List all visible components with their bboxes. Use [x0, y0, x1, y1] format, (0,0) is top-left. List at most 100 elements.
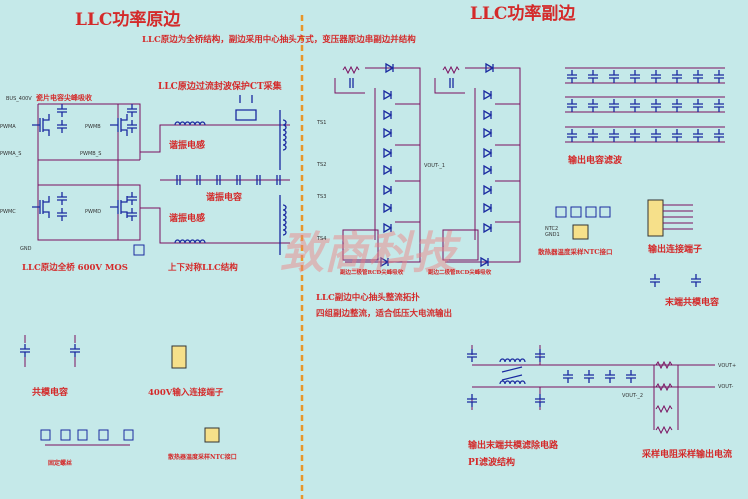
net-gnd: GND [20, 246, 32, 252]
resistor-icon [342, 65, 360, 75]
label-input-terminal: 400V输入连接端子 [148, 387, 224, 398]
net-ntc2: NTC2 [545, 226, 558, 232]
capacitor-icon [57, 208, 67, 221]
capacitor-icon [609, 99, 619, 112]
mounting-hole-icon [77, 429, 88, 441]
label-res-capacitor: 谐振电容 [206, 191, 242, 203]
diode-icon [483, 89, 493, 101]
diode-icon [483, 164, 493, 176]
capacitor-icon [630, 129, 640, 142]
inductor-icon [499, 380, 526, 385]
capacitor-icon [449, 78, 454, 88]
diode-icon [383, 222, 393, 234]
resistor-icon [655, 404, 673, 414]
capacitor-icon [567, 70, 577, 83]
mounting-hole-icon [555, 206, 567, 218]
net-pwma: PWMA [0, 124, 16, 130]
inductor-icon [174, 239, 206, 244]
circuit-components [20, 62, 725, 446]
connector-icon [133, 244, 145, 256]
diode-icon [380, 256, 390, 268]
net-pwma-s: PWMA_S [0, 151, 21, 157]
label-shunt: 采样电阻采样输出电流 [641, 448, 732, 460]
net-ts1: TS1 [316, 120, 326, 126]
net-vout1: VOUT-_1 [424, 163, 445, 169]
diode-icon [485, 62, 495, 74]
capacitor-icon [714, 70, 724, 83]
diode-icon [383, 127, 393, 139]
capacitor-icon [176, 175, 181, 185]
resistor-icon [655, 425, 673, 435]
capacitor-icon [672, 99, 682, 112]
ntc-connector-icon [572, 224, 589, 240]
ct-transformer-icon [235, 95, 257, 121]
capacitor-icon [584, 370, 594, 383]
diode-icon [385, 62, 395, 74]
watermark: 致商科技 [280, 228, 462, 279]
diode-icon [483, 222, 493, 234]
ntc-connector-icon [204, 427, 220, 443]
net-vout2: VOUT-_2 [622, 393, 643, 399]
wire [434, 67, 521, 263]
capacitor-icon [588, 99, 598, 112]
capacitor-icon [651, 99, 661, 112]
capacitor-icon [567, 99, 577, 112]
label-sec-note: 四组副边整流，适合低压大电流输出 [316, 308, 452, 319]
capacitor-icon [216, 175, 221, 185]
capacitor-icon [630, 99, 640, 112]
net-gnd1: GND1 [545, 232, 560, 238]
capacitor-icon [609, 129, 619, 142]
capacitor-icon [693, 129, 703, 142]
capacitor-icon [714, 99, 724, 112]
mosfet-icon [110, 114, 128, 136]
capacitor-icon [626, 370, 636, 383]
primary-title: LLC功率原边 [75, 9, 181, 30]
label-res-inductor-bottom: 谐振电感 [169, 212, 205, 224]
capacitor-icon [672, 129, 682, 142]
diode-icon [383, 202, 393, 214]
diode-icon [383, 184, 393, 196]
capacitor-icon [236, 175, 241, 185]
wire [37, 103, 290, 244]
capacitor-icon [57, 120, 67, 133]
mosfet-icon [110, 196, 128, 218]
inductor-icon [282, 204, 287, 236]
capacitor-icon [609, 70, 619, 83]
capacitor-icon [535, 349, 545, 362]
capacitor-icon [630, 70, 640, 83]
resistor-icon [655, 360, 673, 370]
capacitor-icon [70, 344, 80, 357]
net-voutp: VOUT+ [718, 363, 736, 369]
description: LLC原边为全桥结构，副边采用中心抽头方式，变压器原边串副边并结构 [142, 34, 416, 45]
mosfet-icon [32, 114, 50, 136]
label-cm-cap: 共模电容 [32, 386, 68, 398]
capacitor-icon [127, 120, 137, 133]
label-rcd-1: 副边二极管RCD尖峰吸收 [340, 268, 404, 276]
capacitor-icon [57, 192, 67, 205]
label-res-inductor-top: 谐振电感 [169, 139, 205, 151]
capacitor-icon [20, 344, 30, 357]
capacitor-icon [196, 175, 201, 185]
label-end-cm-cap: 末端共模电容 [664, 296, 719, 308]
diode-icon [480, 256, 490, 268]
wire [501, 366, 523, 381]
capacitor-icon [127, 208, 137, 221]
rcd-snubber-box [342, 229, 379, 261]
wire [334, 67, 421, 263]
resistor-icon [442, 65, 460, 75]
mounting-hole-icon [123, 429, 134, 441]
output-connector-icon [647, 199, 664, 237]
capacitor-icon [651, 129, 661, 142]
net-pwmc: PWMC [0, 209, 16, 215]
diode-icon [383, 89, 393, 101]
diode-icon [383, 164, 393, 176]
diode-icon [483, 109, 493, 121]
label-output-terminal: 输出连接端子 [648, 243, 702, 255]
label-symmetric: 上下对称LLC结构 [168, 262, 238, 273]
label-ntc-pri: 散热器温度采样NTC接口 [168, 453, 237, 461]
inductor-icon [174, 121, 206, 126]
capacitor-icon [127, 104, 137, 117]
net-pwmb: PWMB [85, 124, 101, 130]
wire [653, 365, 679, 430]
